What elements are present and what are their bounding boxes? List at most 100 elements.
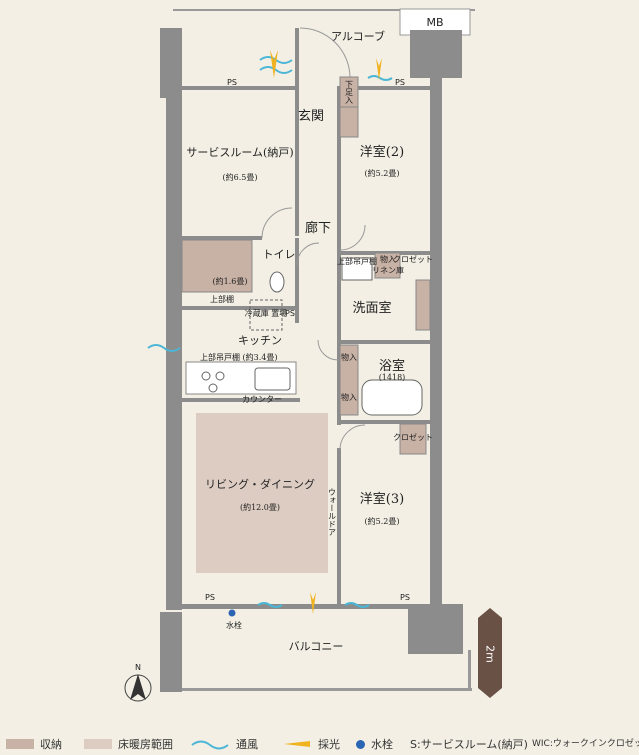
wall-hall-right	[337, 86, 341, 251]
legend-floor-heating: 床暖房範囲	[84, 736, 173, 752]
legend-vent: 通風	[190, 736, 258, 752]
balcony-rail	[182, 688, 472, 691]
storage-swatch	[6, 739, 34, 749]
wall-door-label: ウォールドア	[328, 488, 337, 536]
legend-storage-label: 収納	[40, 738, 62, 751]
closet3-label: クロゼット	[393, 432, 433, 442]
western2-label: 洋室(2)	[360, 144, 404, 160]
kitchen-label: キッチン	[238, 334, 282, 347]
door-west2	[339, 224, 366, 251]
wall-hall-lower	[337, 255, 341, 425]
toilet-fixture	[269, 271, 285, 293]
hallway-label: 廊下	[305, 220, 331, 236]
linen-label: リネン庫	[372, 265, 404, 275]
storage-label: 物入	[341, 352, 357, 362]
bathroom-label: 浴室	[379, 358, 405, 374]
legend: 収納 床暖房範囲 通風 採光 水栓 S:サービスルーム(納戸) WIC:ウォーク…	[0, 730, 639, 755]
bath-size: (1418)	[379, 373, 406, 382]
water-label: 水栓	[226, 620, 242, 630]
legend-light-label: 採光	[318, 738, 340, 751]
wash-basin	[341, 257, 373, 281]
water-faucet-dot	[228, 609, 236, 617]
door-service	[261, 207, 293, 239]
storage-closet3	[399, 423, 427, 455]
wall-wash-bottom	[337, 340, 432, 344]
legend-vent-label: 通風	[236, 738, 258, 751]
wall-kitchen-top	[182, 306, 297, 310]
floor-plan: MB アルコーブ 下足入	[124, 8, 502, 702]
bathtub	[361, 379, 423, 416]
faucet-icon	[356, 739, 365, 749]
washroom-label: 洗面室	[352, 300, 391, 316]
wall-kitchen-bottom	[182, 398, 300, 402]
floor-heating-swatch	[84, 739, 112, 749]
light-marks	[270, 50, 382, 614]
wall-right	[430, 78, 442, 608]
western3-label: 洋室(3)	[360, 491, 404, 507]
service-room-label: サービスルーム(納戸)	[186, 146, 293, 159]
wall-bottom	[182, 604, 430, 609]
wall-service-bottom	[182, 236, 262, 240]
legend-faucet-label: 水栓	[371, 738, 393, 751]
legend-storage: 収納	[6, 736, 62, 752]
shoe1-label: 下足入	[345, 80, 354, 104]
kitchen-size: (約3.4畳)	[243, 352, 278, 362]
alcove-label: アルコーブ	[331, 29, 385, 43]
balcony-label: バルコニー	[289, 640, 344, 653]
door-kitchen	[317, 339, 339, 361]
vent-icon	[191, 740, 229, 750]
door-west3	[339, 424, 366, 451]
light-icon	[284, 741, 310, 747]
ps-label: PS	[205, 593, 215, 602]
kitchen-sink	[254, 367, 291, 391]
living-size: (約12.0畳)	[240, 502, 280, 512]
hanging-shelf-label: 上部棚	[210, 294, 234, 304]
storage-shoe2	[339, 106, 359, 138]
legend-s-note: S:サービスルーム(納戸)	[410, 736, 528, 752]
legend-wic-note: WIC:ウォークインクロゼット	[532, 736, 639, 749]
wall-right-lower	[408, 604, 463, 654]
wall-left-lower	[160, 612, 182, 692]
legend-light: 採光	[282, 736, 340, 752]
legend-wic-note-label: WIC:ウォークインクロゼット	[532, 739, 639, 749]
wall-west3-left	[337, 448, 341, 608]
storage-kitchen	[339, 344, 359, 416]
north-label: N	[135, 663, 141, 672]
alcove-wall	[295, 28, 299, 90]
balcony-rail-right	[468, 650, 471, 690]
wall-top-right	[340, 86, 430, 90]
stove-burner	[208, 383, 218, 393]
kitchen-counter	[185, 361, 297, 395]
stove-burner	[201, 371, 211, 381]
closet-label: クロゼット	[393, 254, 433, 264]
western2-size: (約5.2畳)	[365, 168, 400, 178]
front-door-swing	[299, 27, 351, 79]
storage-label: 物入	[341, 392, 357, 402]
storage-label: 物入	[380, 254, 396, 264]
ps-label: PS	[395, 78, 405, 87]
service-room-size: (約6.5畳)	[223, 172, 258, 182]
door-toilet	[296, 242, 320, 266]
wall-right-column	[410, 30, 462, 78]
ps-label: PS	[400, 593, 410, 602]
western3-size: (約5.2畳)	[365, 516, 400, 526]
wall-left-column	[160, 28, 182, 98]
fridge-space	[249, 299, 283, 331]
scale-bar: 2m	[478, 608, 502, 698]
wall-hall-left	[295, 238, 299, 323]
counter-label: カウンター	[242, 395, 282, 404]
upper-cabinet-label: 上部吊戸棚	[337, 256, 377, 266]
entrance-label: 玄関	[298, 109, 324, 124]
wall-top	[182, 86, 295, 90]
stove-burner	[215, 371, 225, 381]
outer-frame-top	[173, 9, 475, 11]
toilet-label: トイレ	[263, 248, 296, 261]
upper-shelf-label: 上部吊戸棚	[200, 352, 240, 362]
legend-faucet: 水栓	[356, 736, 393, 752]
mb-label: MB	[426, 16, 443, 29]
wall-service-right	[295, 86, 299, 236]
north-compass: N	[124, 663, 152, 702]
wall-left	[166, 85, 182, 610]
storage-walkin	[181, 239, 253, 293]
storage-wash-right	[415, 279, 431, 331]
